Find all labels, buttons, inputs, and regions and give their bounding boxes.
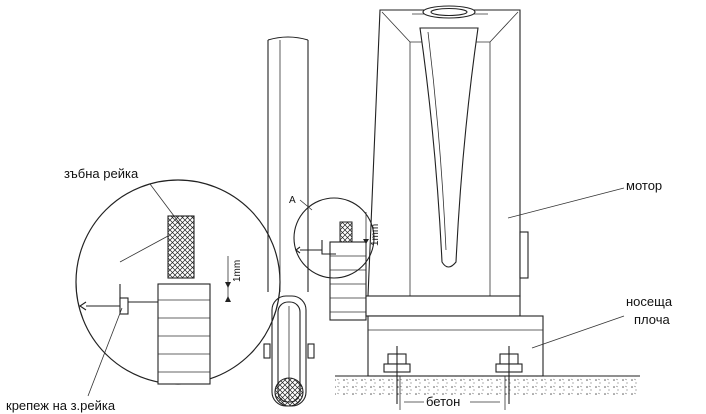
gate-post bbox=[267, 36, 309, 292]
plate-label-line2: плоча bbox=[634, 312, 670, 327]
base-plate bbox=[367, 315, 544, 404]
detail-circle-large bbox=[75, 179, 281, 385]
plate-leader-line bbox=[531, 315, 625, 349]
gate-wheel bbox=[263, 295, 315, 407]
motor-label: мотор bbox=[626, 178, 662, 193]
detail-circle-small bbox=[293, 197, 375, 279]
motor-housing bbox=[367, 5, 529, 297]
concrete-ground bbox=[335, 375, 640, 410]
plate-label-line1: носеща bbox=[626, 294, 673, 309]
rack-leader-line bbox=[149, 183, 181, 225]
large-gap-label: 1mm bbox=[232, 260, 243, 282]
motor-leader-line bbox=[507, 187, 625, 219]
pinion-gear bbox=[329, 241, 521, 321]
detail-marker: A bbox=[289, 195, 296, 206]
rack-fastener-leader-line bbox=[87, 307, 123, 397]
rack-label: зъбна рейка bbox=[64, 166, 139, 181]
small-gap-label: 1mm bbox=[370, 224, 381, 246]
concrete-label: бетон bbox=[426, 394, 460, 409]
detail-marker-leader bbox=[299, 199, 313, 211]
rack-fastener-label: крепеж на з.рейка bbox=[6, 398, 116, 413]
